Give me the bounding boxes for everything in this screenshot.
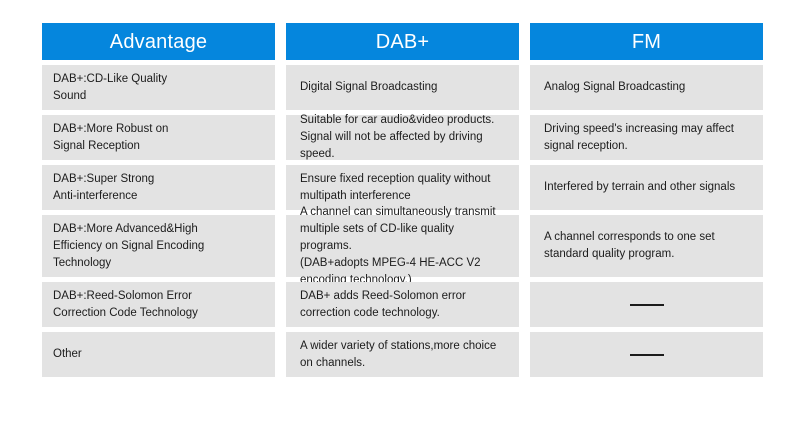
table-column-advantage: Advantage DAB+:CD-Like Quality Sound DAB… xyxy=(42,23,275,382)
em-dash-icon xyxy=(629,353,664,356)
table-cell-dabplus-1: Digital Signal Broadcasting xyxy=(286,65,519,110)
table-cell-fm-3: Interfered by terrain and other signals xyxy=(530,165,763,210)
table-cell-advantage-4: DAB+:More Advanced&High Efficiency on Si… xyxy=(42,215,275,277)
column-header-fm: FM xyxy=(530,23,763,60)
comparison-table: Advantage DAB+:CD-Like Quality Sound DAB… xyxy=(42,23,763,382)
table-cell-fm-1: Analog Signal Broadcasting xyxy=(530,65,763,110)
table-cell-fm-2: Driving speed's increasing may affect si… xyxy=(530,115,763,160)
table-column-dabplus: DAB+ Digital Signal Broadcasting Suitabl… xyxy=(286,23,519,382)
table-column-fm: FM Analog Signal Broadcasting Driving sp… xyxy=(530,23,763,382)
table-cell-advantage-2: DAB+:More Robust on Signal Reception xyxy=(42,115,275,160)
table-cell-advantage-3: DAB+:Super Strong Anti-interference xyxy=(42,165,275,210)
table-cell-dabplus-5: DAB+ adds Reed-Solomon error correction … xyxy=(286,282,519,327)
column-header-advantage: Advantage xyxy=(42,23,275,60)
em-dash-icon xyxy=(629,303,664,306)
table-cell-fm-4: A channel corresponds to one set standar… xyxy=(530,215,763,277)
table-cell-dabplus-4: A channel can simultaneously transmit mu… xyxy=(286,206,519,286)
column-header-dabplus: DAB+ xyxy=(286,23,519,60)
table-cell-advantage-6: Other xyxy=(42,332,275,377)
table-cell-dabplus-6: A wider variety of stations,more choice … xyxy=(286,332,519,377)
table-cell-dabplus-2: Suitable for car audio&video products. S… xyxy=(286,114,519,160)
table-cell-fm-5: —— xyxy=(530,282,763,327)
table-cell-advantage-5: DAB+:Reed-Solomon Error Correction Code … xyxy=(42,282,275,327)
table-cell-dabplus-3: Ensure fixed reception quality without m… xyxy=(286,165,519,210)
table-cell-fm-6: —— xyxy=(530,332,763,377)
table-cell-advantage-1: DAB+:CD-Like Quality Sound xyxy=(42,65,275,110)
